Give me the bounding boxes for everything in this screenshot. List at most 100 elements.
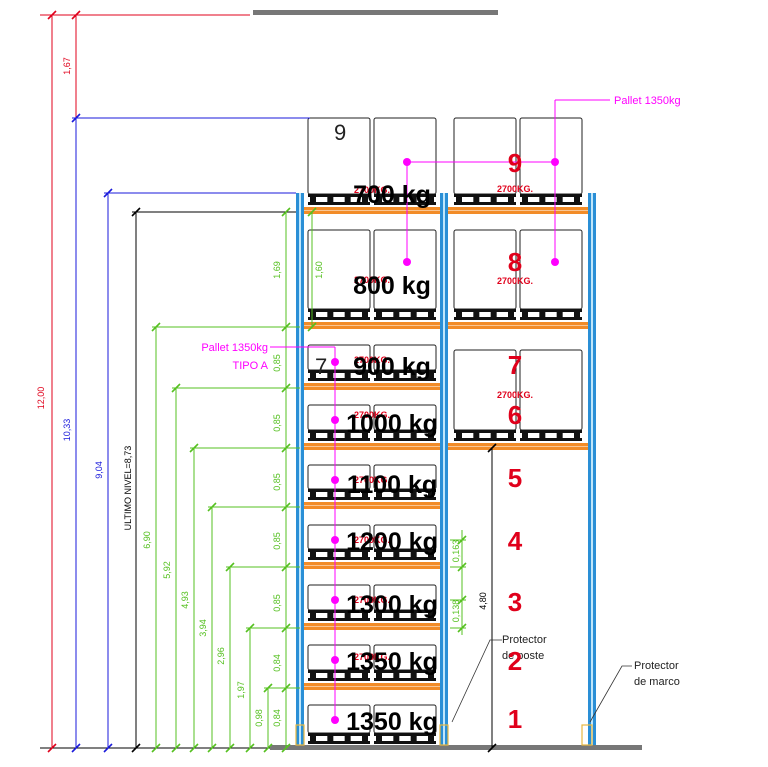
right-bay-capacity-labels: 2700KG. 2700KG. 2700KG. bbox=[497, 184, 533, 400]
right-level-number: 6 bbox=[508, 400, 522, 430]
beams bbox=[300, 207, 592, 690]
uprights bbox=[295, 193, 596, 746]
pallet-icon bbox=[454, 194, 516, 205]
pallet-icon bbox=[520, 194, 582, 205]
protector-post-label-1: Protector bbox=[502, 634, 547, 646]
left-load-label: 1350 kg bbox=[346, 648, 438, 676]
small-dim-2: 0,138 bbox=[451, 600, 461, 623]
pallet-icon bbox=[454, 309, 516, 320]
pallet-top-callout: Pallet 1350kg bbox=[614, 95, 681, 107]
pallet-icon bbox=[374, 309, 436, 320]
dimension-arrow-icon bbox=[47, 10, 497, 753]
pallet-icon bbox=[374, 670, 436, 681]
box-digit-level9: 9 bbox=[334, 120, 346, 145]
pallets bbox=[308, 194, 582, 744]
pallet-icon bbox=[374, 733, 436, 744]
height-label: 6,90 bbox=[142, 531, 152, 549]
right-level-number: 7 bbox=[508, 350, 522, 380]
right-capacity-label: 2700KG. bbox=[497, 390, 533, 400]
small-dim-1: 0,163 bbox=[451, 540, 461, 563]
dimension-labels: 12,00 1,67 10,33 9,04 ULTIMO NIVEL=8,73 bbox=[36, 57, 133, 530]
left-load-label: 900 kg bbox=[353, 353, 431, 381]
post-protector-mid bbox=[439, 724, 449, 746]
spacing-label: 0,85 bbox=[272, 354, 282, 372]
left-capacity-label: 2700KG. bbox=[354, 535, 390, 545]
right-level-number: 8 bbox=[508, 247, 522, 277]
pallet-icon bbox=[374, 489, 436, 500]
pallet-callouts: Pallet 1350kg Pallet 1350kg TIPO A bbox=[201, 95, 681, 724]
right-level-number: 1 bbox=[508, 704, 522, 734]
ground-slab bbox=[270, 745, 642, 750]
left-capacity-label: 2700KG. bbox=[354, 275, 390, 285]
left-capacity-label: 2700KG. bbox=[354, 652, 390, 662]
protector-frame-label-2: de marco bbox=[634, 676, 680, 688]
pallet-icon bbox=[308, 309, 370, 320]
pallet-icon bbox=[374, 549, 436, 560]
left-load-label: 700 kg bbox=[353, 181, 431, 209]
blue-height-2-label: 9,04 bbox=[94, 461, 104, 479]
spacing-label: 0,84 bbox=[272, 654, 282, 672]
left-capacity-label: 2700KG. bbox=[354, 355, 390, 365]
pallet-icon bbox=[374, 610, 436, 621]
pallet-icon bbox=[308, 370, 370, 381]
height-label: 0,98 bbox=[254, 709, 264, 727]
pallet-icon bbox=[308, 670, 370, 681]
pallet-left-callout-1: Pallet 1350kg bbox=[201, 342, 268, 354]
dimension-lines bbox=[40, 14, 310, 749]
pallet-icon bbox=[308, 549, 370, 560]
left-bay-capacity-labels: 2700KG. 2700KG. 2700KG. 2700KG. 2700KG. 2700K… bbox=[354, 185, 390, 662]
box-digit-level7: 7 bbox=[315, 354, 327, 379]
left-capacity-label: 2700KG. bbox=[354, 185, 390, 195]
height-label: 4,93 bbox=[180, 591, 190, 609]
left-load-label: 1200 kg bbox=[346, 528, 438, 556]
pallet-icon bbox=[308, 733, 370, 744]
protector-callouts: Protector de poste Protector de marco bbox=[451, 634, 680, 723]
pallet-box-icon bbox=[519, 117, 583, 195]
left-load-label: 800 kg bbox=[353, 272, 431, 300]
pallet-left-callout-2: TIPO A bbox=[233, 360, 269, 372]
height-label: 2,96 bbox=[216, 647, 226, 665]
right-capacity-label: 2700KG. bbox=[497, 184, 533, 194]
right-level-number: 3 bbox=[508, 587, 522, 617]
ceiling-slab bbox=[253, 10, 498, 15]
height-label: 1,97 bbox=[236, 681, 246, 699]
pallet-icon bbox=[520, 430, 582, 441]
pallet-icon bbox=[308, 610, 370, 621]
left-load-label: 1100 kg bbox=[347, 471, 437, 499]
top-gap-label: 1,67 bbox=[62, 57, 72, 75]
pallet-box-icon bbox=[519, 229, 583, 310]
spacing-label: 0,85 bbox=[272, 414, 282, 432]
right-level-number: 9 bbox=[508, 148, 522, 178]
right-level-number: 2 bbox=[508, 646, 522, 676]
spacing-label: 0,84 bbox=[272, 709, 282, 727]
pallet-icon bbox=[374, 370, 436, 381]
right-height-label: 4,80 bbox=[478, 592, 488, 610]
left-capacity-label: 2700KG. bbox=[354, 475, 390, 485]
pallet-icon bbox=[374, 430, 436, 441]
protector-post-label-2: de poste bbox=[502, 650, 544, 662]
level-height-dimensions bbox=[152, 212, 493, 748]
total-height-label: 12,00 bbox=[36, 387, 46, 410]
left-load-label: 1350 kg bbox=[346, 708, 438, 736]
left-capacity-label: 2700KG. bbox=[354, 410, 390, 420]
left-load-label: 1000 kg bbox=[346, 410, 438, 438]
pallet-icon bbox=[308, 430, 370, 441]
spacing-label: 0,85 bbox=[272, 473, 282, 491]
height-label: 3,94 bbox=[198, 619, 208, 637]
pallet-icon bbox=[308, 489, 370, 500]
pallet-icon bbox=[308, 194, 370, 205]
spacing-label: 1,69 bbox=[272, 261, 282, 279]
pallet-box-icon bbox=[453, 229, 517, 310]
left-capacity-label: 2700KG. bbox=[354, 595, 390, 605]
right-level-number: 5 bbox=[508, 463, 522, 493]
height-label: 5,92 bbox=[162, 561, 172, 579]
left-load-label: 1300 kg bbox=[346, 591, 438, 619]
frame-protector bbox=[581, 724, 593, 746]
pallet-icon bbox=[374, 194, 436, 205]
right-capacity-label: 2700KG. bbox=[497, 276, 533, 286]
blue-height-1-label: 10,33 bbox=[62, 419, 72, 442]
pallet-icon bbox=[454, 430, 516, 441]
